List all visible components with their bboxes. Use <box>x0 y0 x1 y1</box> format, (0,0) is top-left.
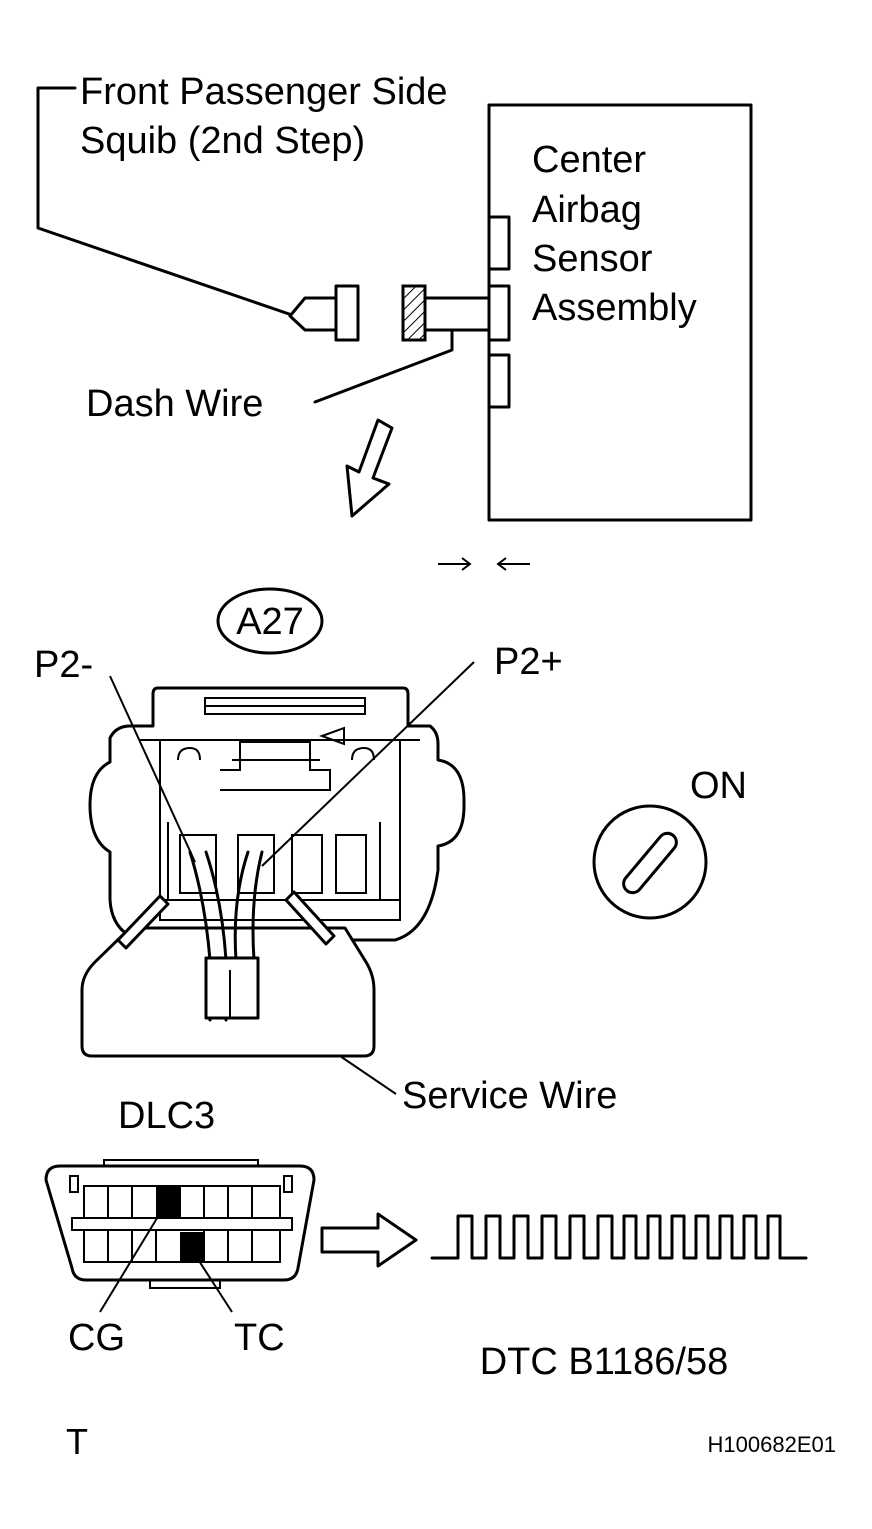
connector-id-label: A27 <box>236 601 304 643</box>
dash-wire-connector <box>401 284 492 342</box>
p2-minus-leader-line <box>109 675 196 863</box>
dtc-waveform <box>430 1214 808 1260</box>
cg-leader-line <box>99 1209 163 1313</box>
p2-plus-label: P2+ <box>494 641 563 683</box>
corner-mark: T <box>66 1421 88 1462</box>
p2-minus-label: P2- <box>34 644 93 686</box>
ignition-label: ON <box>690 765 747 807</box>
sensor-label-line2: Airbag <box>532 189 642 231</box>
p2-plus-leader-line <box>261 661 475 867</box>
sensor-label-line1: Center <box>532 139 646 181</box>
tc-label: TC <box>234 1317 285 1359</box>
service-wire-leader-line <box>339 1055 397 1095</box>
service-wire-plug <box>80 850 376 1058</box>
tc-pin <box>180 1232 204 1262</box>
cg-label: CG <box>68 1317 125 1359</box>
service-wire-label: Service Wire <box>402 1075 617 1117</box>
ignition-key-icon <box>592 804 708 920</box>
down-left-arrow-icon <box>345 418 394 518</box>
tc-leader-line <box>191 1249 233 1313</box>
connector-id-oval <box>216 587 324 655</box>
dlc3-connector <box>44 1159 316 1289</box>
squib-connector <box>288 284 360 342</box>
center-airbag-sensor-box <box>487 103 753 522</box>
sensor-label-line3: Sensor <box>532 238 653 280</box>
sensor-label-line4: Assembly <box>532 287 697 329</box>
squib-leader-line <box>36 86 294 317</box>
squib-label-line2: Squib (2nd Step) <box>80 120 365 162</box>
dlc-label: DLC3 <box>118 1095 215 1137</box>
right-arrow-icon <box>320 1212 418 1268</box>
dtc-label: DTC B1186/58 <box>480 1341 729 1383</box>
dash-wire-leader-line <box>313 328 454 404</box>
figure-id: H100682E01 <box>708 1432 836 1457</box>
squib-label: Front Passenger Side <box>80 71 448 113</box>
insertion-direction-arrows <box>438 557 530 571</box>
dash-wire-label: Dash Wire <box>86 383 263 425</box>
